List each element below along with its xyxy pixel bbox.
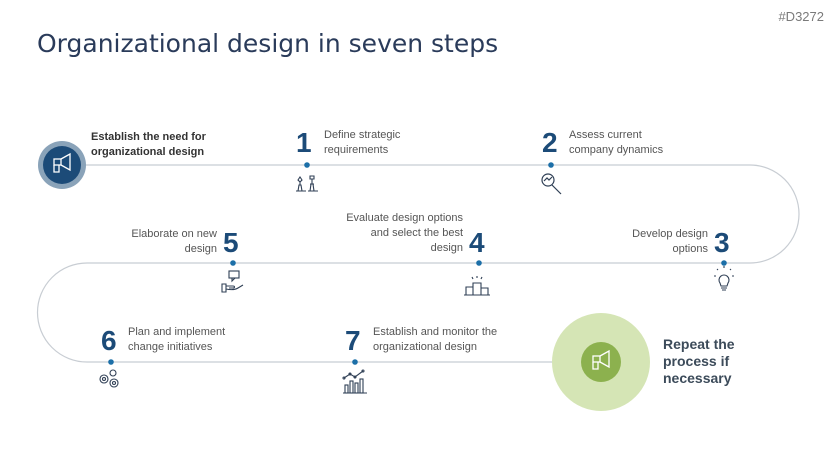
- step-label-3: Develop design options: [632, 228, 708, 255]
- chess-icon: [296, 175, 318, 192]
- bar-chart-icon: [342, 369, 367, 394]
- step-number-6: 6: [101, 325, 117, 356]
- step-number-2: 2: [542, 127, 558, 158]
- document-code: #D3272: [778, 9, 824, 24]
- step-number-7: 7: [345, 325, 361, 356]
- page-title: Organizational design in seven steps: [37, 29, 499, 58]
- megaphone-icon: [53, 152, 71, 173]
- step-dot-4: [476, 260, 482, 266]
- step-number-4: 4: [469, 227, 485, 258]
- step-label-2: Assess current company dynamics: [569, 129, 664, 156]
- step-dot-1: [304, 162, 310, 168]
- step-number-3: 3: [714, 227, 730, 258]
- step-number-1: 1: [296, 127, 312, 158]
- step-label-7: Establish and monitor the organizational…: [373, 326, 498, 353]
- step-label-6: Plan and implement change initiatives: [128, 326, 226, 353]
- start-label: Establish the need for organizational de…: [91, 131, 206, 158]
- podium-icon: [464, 276, 490, 296]
- lightbulb-icon: [714, 266, 734, 291]
- hand-message-icon: [221, 270, 244, 293]
- step-dot-7: [352, 359, 358, 365]
- step-label-5: Elaborate on new design: [131, 228, 217, 255]
- step-dot-5: [230, 260, 236, 266]
- step-dot-3: [721, 260, 727, 266]
- step-label-4: Evaluate design options and select the b…: [346, 212, 463, 254]
- step-dot-6: [108, 359, 114, 365]
- gears-icon: [99, 369, 119, 388]
- step-number-5: 5: [223, 227, 239, 258]
- magnifier-icon: [541, 173, 562, 195]
- megaphone-icon: [592, 349, 610, 370]
- end-label: Repeat the process if necessary: [663, 336, 735, 386]
- step-label-1: Define strategic requirements: [324, 129, 401, 156]
- process-path: [36, 164, 800, 363]
- step-dot-2: [548, 162, 554, 168]
